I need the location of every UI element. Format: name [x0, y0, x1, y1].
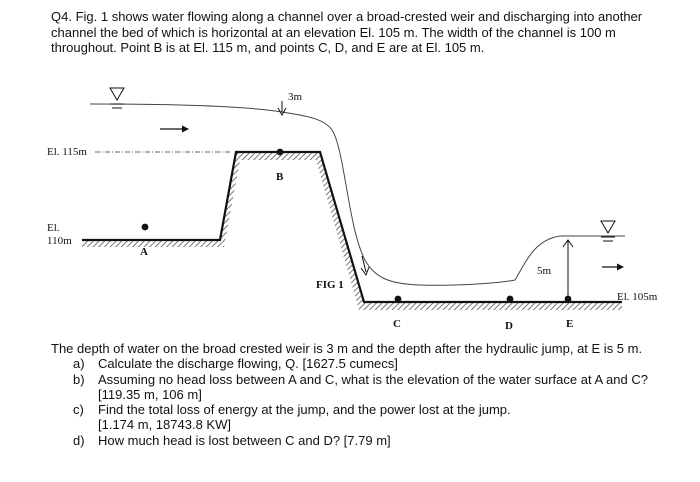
- part-text: Find the total loss of energy at the jum…: [98, 402, 511, 418]
- fig-label: FIG 1: [316, 279, 344, 291]
- part-marker: c): [73, 402, 84, 418]
- flow-arrow-icon: [160, 125, 189, 133]
- el110-label-line2: 110m: [47, 235, 72, 247]
- water-surface-triangle-icon: [600, 220, 616, 242]
- point-e-label: E: [566, 318, 573, 330]
- point-d-label: D: [505, 320, 513, 332]
- question-part-b: b) Assuming no head loss between A and C…: [51, 372, 651, 403]
- part-marker: b): [73, 371, 85, 387]
- question-body: The depth of water on the broad crested …: [51, 341, 651, 448]
- depth-5m-label: 5m: [537, 265, 552, 277]
- question-part-a: a) Calculate the discharge flowing, Q. […: [51, 356, 651, 371]
- dimension-arrow-icon: [562, 239, 574, 302]
- point-b-marker: [276, 148, 284, 156]
- flow-arrow-icon: [602, 263, 624, 271]
- part-marker: d): [73, 432, 85, 448]
- point-e-marker: [564, 295, 572, 303]
- point-b-label: B: [276, 171, 284, 183]
- point-c-marker: [394, 295, 402, 303]
- el110-label-line1: El.: [47, 222, 60, 234]
- part-text: Calculate the discharge flowing, Q. [162…: [98, 356, 398, 372]
- channel-bed-hatching: [82, 152, 622, 310]
- depth-3m-label: 3m: [288, 91, 303, 103]
- question-part-d: d) How much head is lost between C and D…: [51, 433, 651, 448]
- el115-label: El. 115m: [47, 146, 87, 158]
- point-d-marker: [506, 295, 514, 303]
- dimension-arrow-icon: [277, 101, 287, 117]
- point-c-label: C: [393, 318, 401, 330]
- point-a-label: A: [140, 246, 148, 258]
- part-text: How much head is lost between C and D? […: [98, 432, 391, 448]
- question-intro: Q4. Fig. 1 shows water flowing along a c…: [51, 9, 643, 55]
- el105-label: El. 105m: [617, 291, 658, 303]
- dimension-arrow-icon: [360, 255, 370, 277]
- point-a-marker: [141, 223, 149, 231]
- part-marker: a): [73, 356, 85, 372]
- problem-statement: The depth of water on the broad crested …: [51, 341, 643, 356]
- part-answer: [1.174 m, 18743.8 KW]: [98, 417, 231, 433]
- part-text: Assuming no head loss between A and C, w…: [98, 371, 648, 402]
- question-parts: a) Calculate the discharge flowing, Q. […: [51, 356, 651, 448]
- water-surface-triangle-icon: [109, 87, 125, 109]
- water-surface-upstream: [89, 103, 625, 286]
- question-part-c: c) Find the total loss of energy at the …: [51, 402, 651, 433]
